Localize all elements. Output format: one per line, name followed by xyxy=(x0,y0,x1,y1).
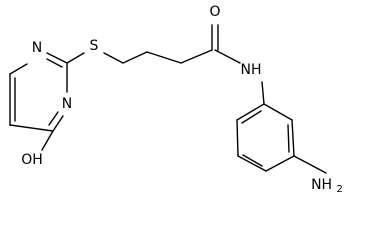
atom-o: O xyxy=(209,4,220,20)
bond-ph-c2-c3 xyxy=(291,119,295,157)
pyrimidine-ring xyxy=(9,52,68,151)
bond-c6-n1 xyxy=(9,63,28,75)
bond-ph-c6-c1 xyxy=(236,103,265,121)
bond-ph-c5-c6 xyxy=(236,119,239,157)
atom-nh2-main: NH xyxy=(311,177,332,193)
chemical-structure-diagram: N N S OH O NH NH 2 xyxy=(9,4,343,195)
bond-n1-c2 xyxy=(46,52,68,64)
bond-s-c1 xyxy=(103,52,124,64)
bond-c3-carbonyl xyxy=(180,49,213,64)
atom-s: S xyxy=(90,38,99,54)
bond-c4-oh xyxy=(41,130,54,151)
bond-ph-inner-a xyxy=(287,124,290,153)
bond-n3-c4 xyxy=(52,115,64,132)
bond-carbonyl-n xyxy=(214,49,241,64)
atom-nh2: NH 2 xyxy=(311,177,343,195)
bond-c4-c5 xyxy=(9,124,54,132)
aminophenyl-ring xyxy=(236,103,327,174)
bond-ph-c1-c2 xyxy=(263,103,293,121)
bond-ph-inner-b xyxy=(242,154,263,167)
atom-n-lower: N xyxy=(62,96,72,112)
bond-ph-c3-c4 xyxy=(265,155,295,172)
bond-c2-s xyxy=(66,52,85,64)
atom-nh2-subscript: 2 xyxy=(337,184,343,195)
thioether-butanamide-chain xyxy=(66,24,265,105)
bond-n3-c4-inner xyxy=(48,111,59,126)
bond-c2-c3-chain xyxy=(146,51,182,64)
bond-n-phenyl xyxy=(261,81,265,105)
bond-ph-c4-c5 xyxy=(237,155,267,172)
bond-ph-amine xyxy=(293,155,327,174)
bond-c1-c2-chain xyxy=(122,51,148,64)
atom-nh: NH xyxy=(241,62,262,78)
atom-n-upper: N xyxy=(32,40,42,56)
atom-oh: OH xyxy=(21,152,43,168)
bond-ph-inner-c xyxy=(241,110,262,124)
bond-n1-c2-inner xyxy=(46,58,63,68)
atom-labels: N N S OH O NH NH 2 xyxy=(21,4,343,195)
